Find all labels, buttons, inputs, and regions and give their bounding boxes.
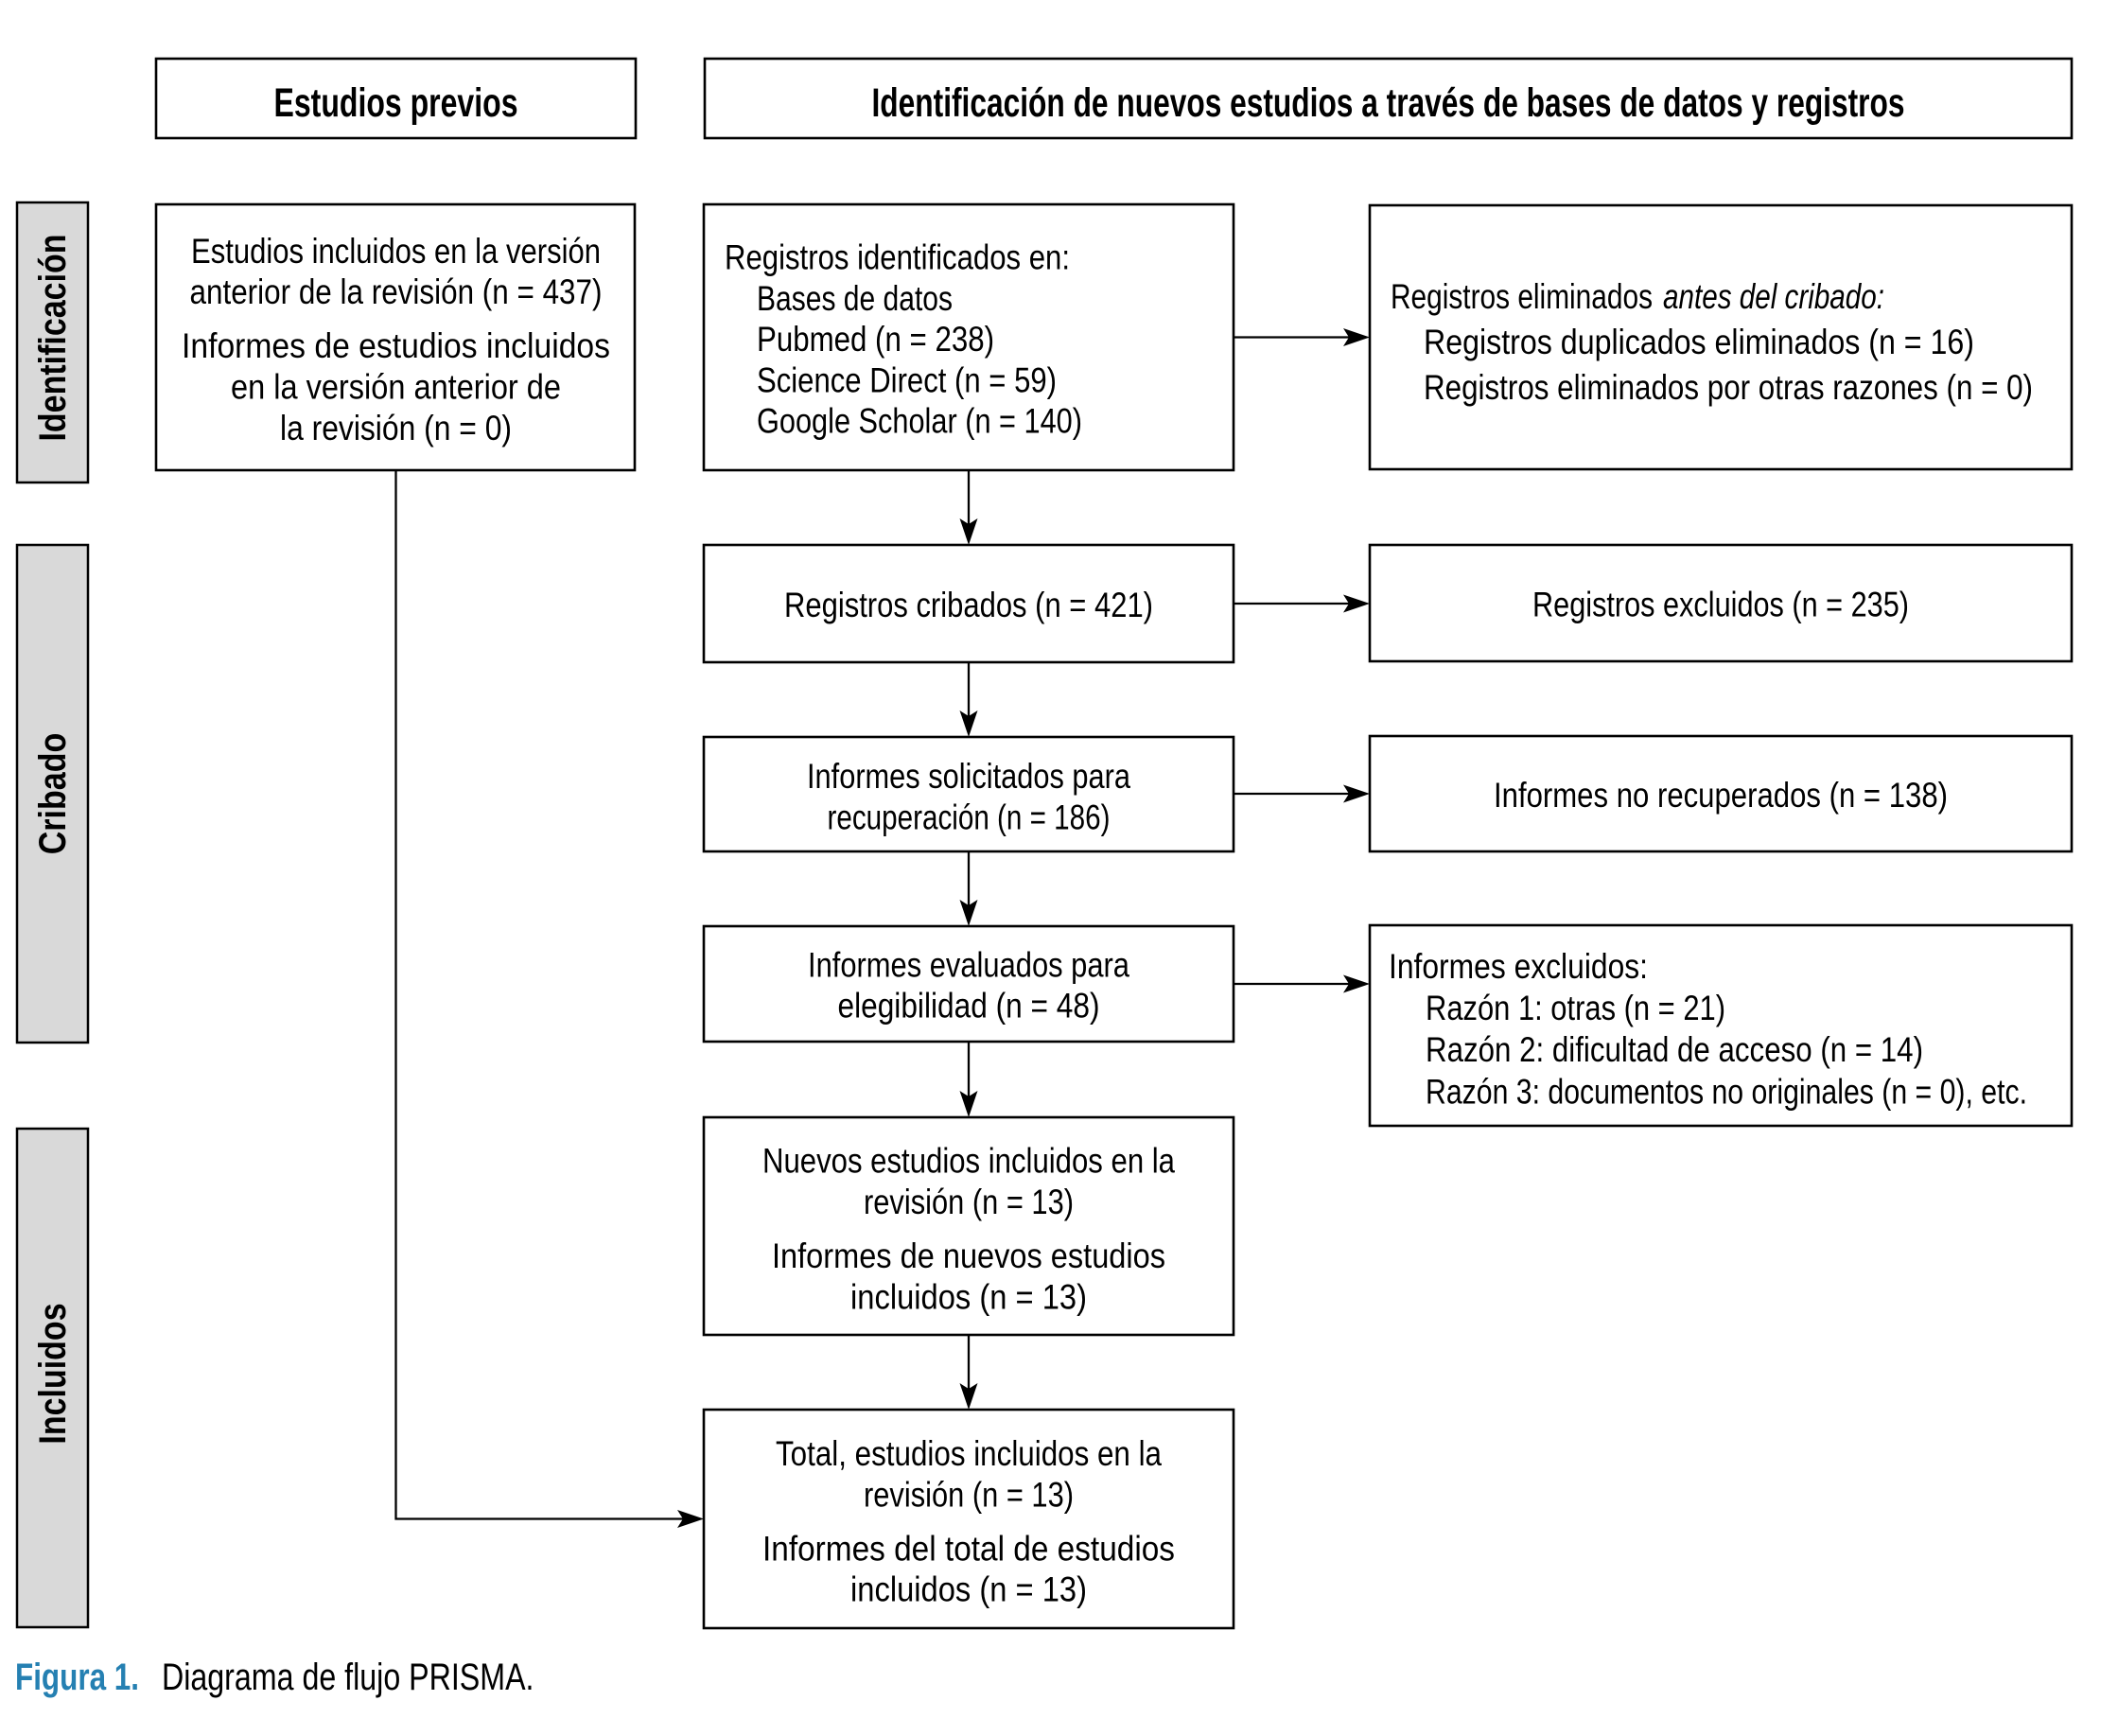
svg-text:Google Scholar (n = 140): Google Scholar (n = 140) bbox=[757, 402, 1082, 441]
svg-text:Razón 3: documentos no origina: Razón 3: documentos no originales (n = 0… bbox=[1426, 1073, 2027, 1112]
svg-text:Bases de datos: Bases de datos bbox=[757, 279, 953, 318]
svg-text:Incluidos: Incluidos bbox=[32, 1303, 74, 1444]
svg-text:Registros eliminados por otras: Registros eliminados por otras razones (… bbox=[1424, 368, 2033, 407]
svg-text:Total, estudios incluidos en l: Total, estudios incluidos en la bbox=[776, 1434, 1162, 1473]
svg-text:Registros identificados en:: Registros identificados en: bbox=[725, 238, 1070, 277]
svg-text:Nuevos estudios incluidos en l: Nuevos estudios incluidos en la bbox=[762, 1142, 1175, 1181]
svg-text:antes del cribado:: antes del cribado: bbox=[1663, 277, 1884, 316]
svg-text:Informes de estudios incluidos: Informes de estudios incluidos bbox=[182, 326, 610, 365]
svg-text:incluidos (n = 13): incluidos (n = 13) bbox=[850, 1278, 1087, 1317]
svg-text:Cribado: Cribado bbox=[32, 733, 74, 855]
svg-text:en la versión anterior de: en la versión anterior de bbox=[231, 368, 561, 407]
svg-text:recuperación (n = 186): recuperación (n = 186) bbox=[828, 798, 1111, 836]
svg-text:Informes de nuevos estudios: Informes de nuevos estudios bbox=[772, 1236, 1165, 1275]
svg-text:Estudios incluidos en la versi: Estudios incluidos en la versión bbox=[191, 232, 601, 271]
svg-text:Identificación de nuevos estud: Identificación de nuevos estudios a trav… bbox=[872, 80, 1905, 126]
svg-text:elegibilidad (n = 48): elegibilidad (n = 48) bbox=[838, 987, 1100, 1026]
svg-text:Informes del total de estudios: Informes del total de estudios bbox=[762, 1529, 1175, 1568]
svg-text:Science Direct (n = 59): Science Direct (n = 59) bbox=[757, 360, 1057, 399]
svg-text:Registros cribados (n = 421): Registros cribados (n = 421) bbox=[784, 586, 1153, 624]
svg-text:Informes solicitados para: Informes solicitados para bbox=[807, 757, 1130, 796]
svg-text:Pubmed (n = 238): Pubmed (n = 238) bbox=[757, 320, 994, 359]
svg-text:Registros duplicados eliminado: Registros duplicados eliminados (n = 16) bbox=[1424, 323, 1974, 361]
svg-text:anterior de la revisión (n = 4: anterior de la revisión (n = 437) bbox=[190, 272, 603, 311]
svg-text:Registros excluidos (n = 235): Registros excluidos (n = 235) bbox=[1532, 586, 1909, 624]
svg-text:Identificación: Identificación bbox=[32, 234, 74, 441]
svg-text:Figura 1.: Figura 1. bbox=[15, 1657, 139, 1698]
svg-text:Razón 2: dificultad de acceso: Razón 2: dificultad de acceso (n = 14) bbox=[1426, 1030, 1923, 1069]
svg-text:Informes excluidos:: Informes excluidos: bbox=[1389, 947, 1648, 986]
svg-text:revisión (n = 13): revisión (n = 13) bbox=[864, 1475, 1074, 1514]
svg-text:incluidos (n = 13): incluidos (n = 13) bbox=[850, 1570, 1087, 1609]
svg-text:Informes evaluados para: Informes evaluados para bbox=[808, 945, 1129, 984]
svg-text:Estudios previos: Estudios previos bbox=[274, 80, 518, 126]
svg-text:Informes no recuperados (n = 1: Informes no recuperados (n = 138) bbox=[1494, 776, 1948, 815]
svg-text:revisión (n = 13): revisión (n = 13) bbox=[864, 1183, 1074, 1221]
svg-text:Razón 1: otras (n = 21): Razón 1: otras (n = 21) bbox=[1426, 989, 1725, 1027]
svg-text:la revisión (n = 0): la revisión (n = 0) bbox=[280, 409, 512, 447]
svg-text:Registros eliminados: Registros eliminados bbox=[1391, 277, 1653, 316]
svg-text:Diagrama de flujo PRISMA.: Diagrama de flujo PRISMA. bbox=[162, 1657, 534, 1698]
